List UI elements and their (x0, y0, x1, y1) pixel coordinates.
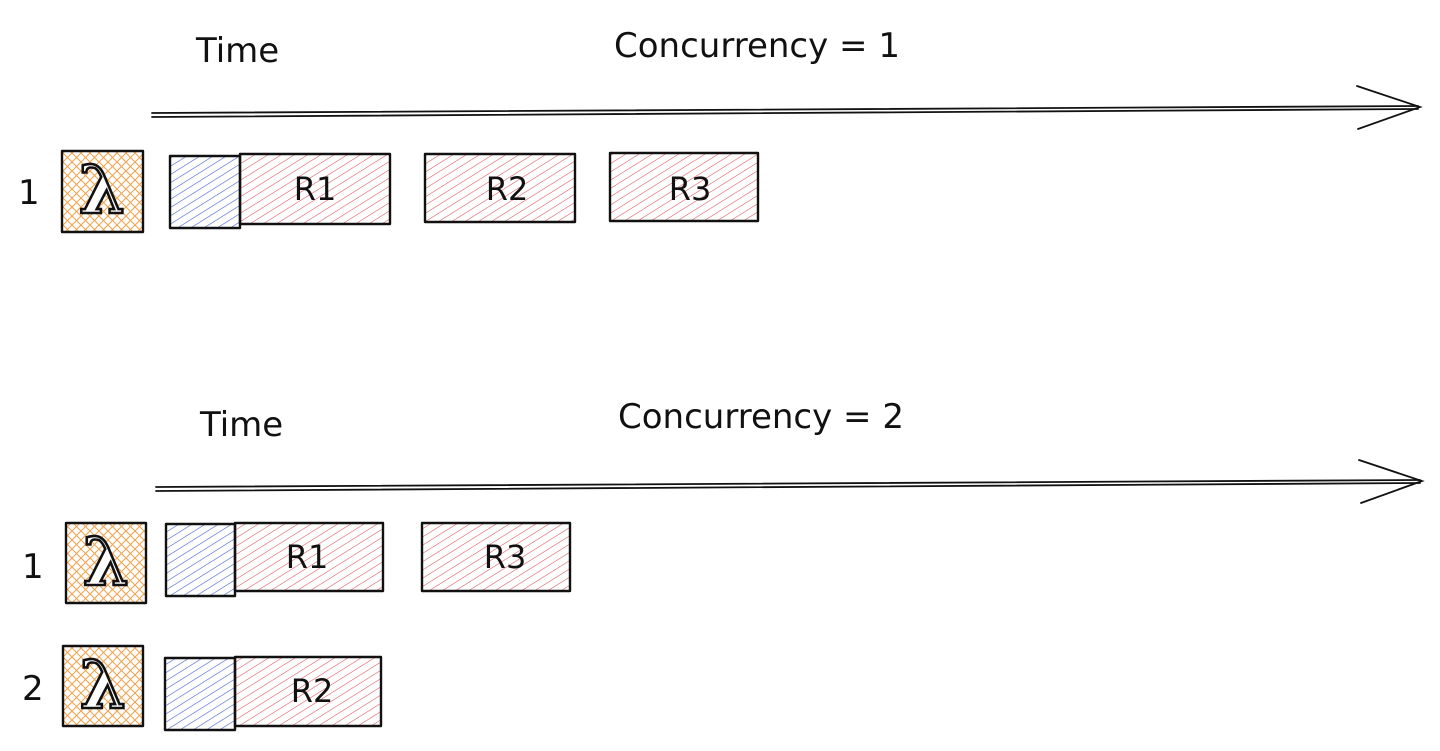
request-label: R2 (291, 672, 334, 710)
instance-row: 1 λ R1 R3 (22, 521, 572, 605)
lambda-icon: λ (64, 522, 148, 605)
svg-text:λ: λ (80, 646, 126, 724)
cold-start-block (164, 522, 237, 598)
request-block: R2 (233, 655, 383, 728)
request-label: R3 (669, 170, 712, 208)
time-label: Time (195, 31, 279, 71)
time-label: Time (199, 405, 283, 445)
svg-text:λ: λ (83, 523, 129, 601)
instance-number: 2 (22, 669, 44, 709)
request-block: R3 (608, 151, 760, 223)
panel-concurrency-1: Time Concurrency = 1 1 λ R1 (18, 26, 1423, 234)
lambda-icon: λ (61, 645, 145, 728)
request-block: R1 (233, 521, 385, 593)
request-block: R2 (423, 152, 577, 224)
concurrency-label: Concurrency = 2 (618, 397, 904, 437)
request-block: R1 (238, 152, 392, 226)
instance-row: 1 λ R1 R2 (18, 150, 760, 234)
instance-number: 1 (18, 173, 40, 213)
time-axis-arrow (155, 459, 1425, 504)
cold-start-block (163, 656, 237, 732)
request-label: R2 (486, 170, 529, 208)
request-block: R3 (420, 521, 572, 593)
panel-concurrency-2: Time Concurrency = 2 1 λ R1 (22, 397, 1425, 732)
request-label: R1 (286, 538, 329, 576)
time-axis-arrow (151, 85, 1423, 130)
cold-start-block (168, 154, 242, 230)
lambda-icon: λ (60, 150, 145, 234)
request-label: R3 (484, 538, 527, 576)
concurrency-label: Concurrency = 1 (614, 26, 900, 66)
svg-text:λ: λ (79, 151, 125, 229)
instance-number: 1 (22, 547, 44, 587)
instance-row: 2 λ R2 (22, 645, 383, 732)
request-label: R1 (294, 170, 337, 208)
